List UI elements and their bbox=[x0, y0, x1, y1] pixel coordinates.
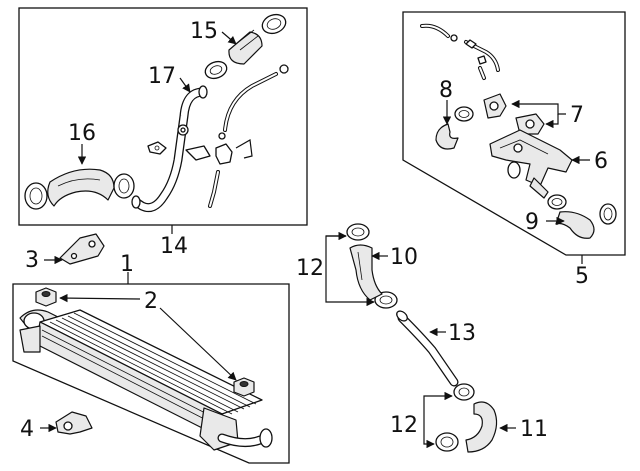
callout-5: 5 bbox=[575, 264, 589, 289]
callout-6: 6 bbox=[594, 149, 608, 174]
callout-4: 4 bbox=[20, 417, 34, 442]
part-6-housing bbox=[489, 129, 573, 199]
vacuum-hose-assembly bbox=[147, 64, 289, 208]
part-1-intercooler bbox=[19, 309, 273, 451]
part-16-hose bbox=[24, 168, 135, 210]
callout-12-lower: 12 bbox=[390, 413, 418, 438]
part-13-pipe bbox=[396, 310, 459, 387]
part-9-hose bbox=[547, 194, 617, 239]
callout-11: 11 bbox=[520, 417, 548, 442]
callout-2: 2 bbox=[144, 289, 158, 314]
part-17-charge-pipe bbox=[131, 85, 208, 213]
callout-12-upper: 12 bbox=[296, 256, 324, 281]
part-11-hose bbox=[465, 401, 498, 453]
callout-13: 13 bbox=[448, 321, 476, 346]
callout-15: 15 bbox=[190, 19, 218, 44]
part-3-bracket bbox=[59, 233, 105, 265]
callout-16: 16 bbox=[68, 121, 96, 146]
part-10-hose bbox=[349, 244, 383, 301]
callout-10: 10 bbox=[390, 245, 418, 270]
coolant-hoses-small bbox=[420, 23, 500, 80]
callout-3: 3 bbox=[25, 248, 39, 273]
callout-7: 7 bbox=[570, 103, 584, 128]
callout-9: 9 bbox=[525, 210, 539, 235]
callout-17: 17 bbox=[148, 64, 176, 89]
part-12-clamp bbox=[346, 223, 475, 452]
callout-8: 8 bbox=[439, 78, 453, 103]
callout-1: 1 bbox=[120, 252, 134, 277]
leader-lines bbox=[40, 31, 590, 449]
callout-14: 14 bbox=[160, 234, 188, 259]
part-15-hose bbox=[204, 13, 287, 80]
part-2-nut bbox=[35, 287, 255, 397]
part-7-connectors bbox=[483, 93, 545, 135]
part-4-bracket bbox=[55, 411, 93, 435]
callout-labels: 15 17 16 14 3 1 2 4 8 7 6 9 5 12 10 13 1… bbox=[20, 19, 608, 442]
part-8-hose bbox=[435, 106, 474, 150]
